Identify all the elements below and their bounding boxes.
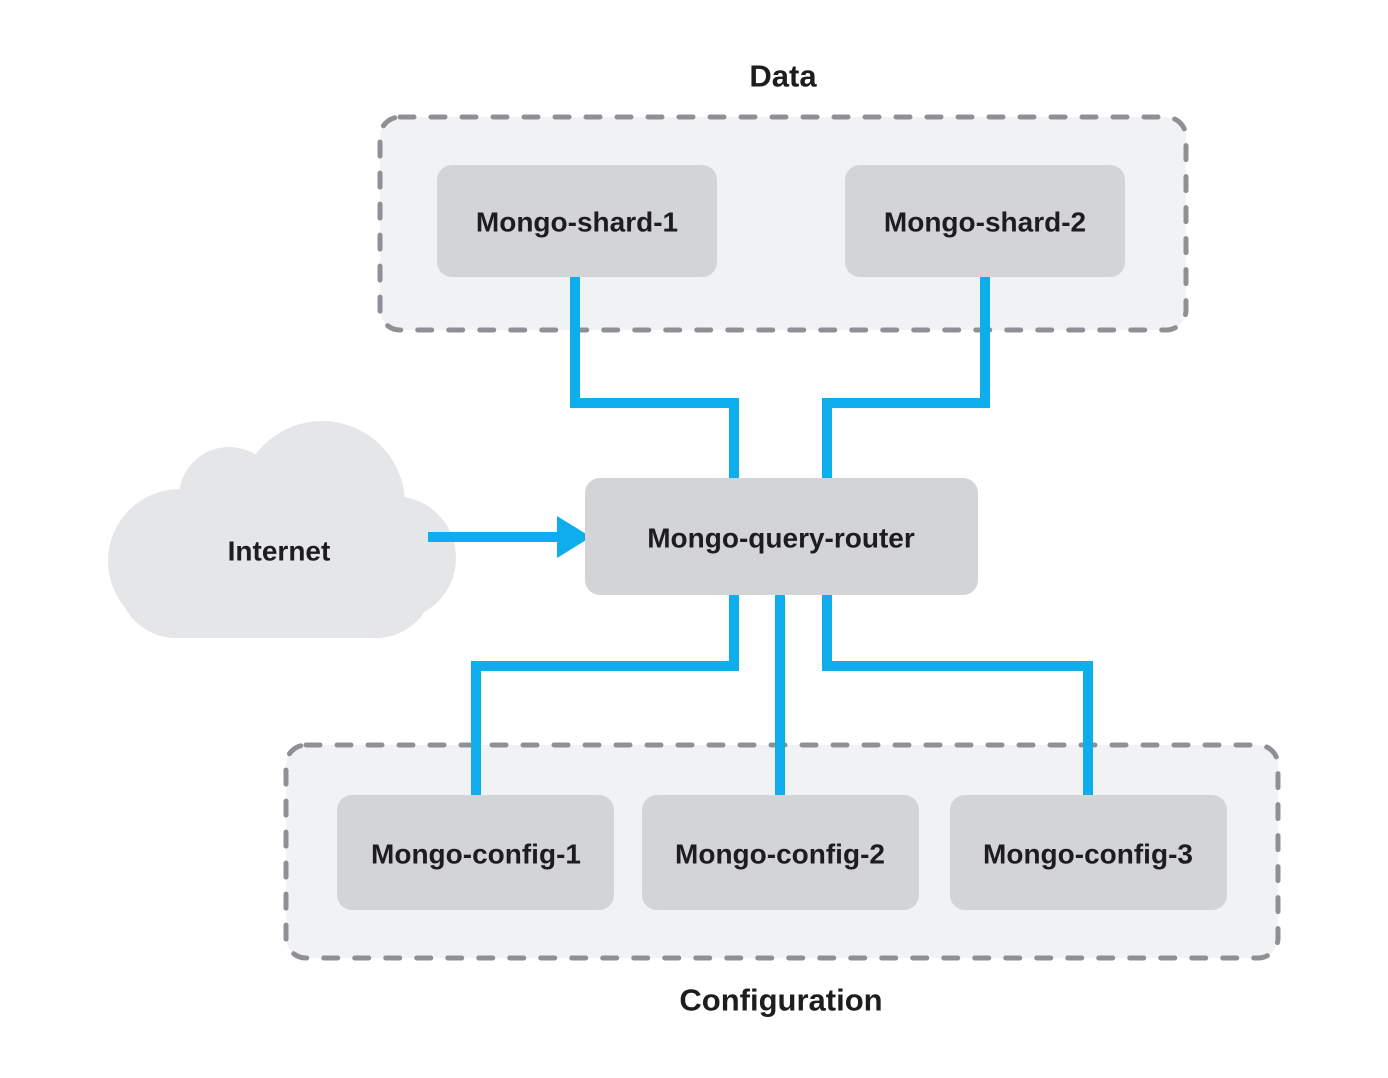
shard-1-node [437,165,717,277]
query-router-node [585,478,978,595]
config-3-label: Mongo-config-3 [983,839,1193,870]
configuration-group-label: Configuration [679,983,882,1018]
arrow-head-icon [557,516,591,558]
internet-cloud-icon [108,421,456,638]
query-router-label: Mongo-query-router [647,523,915,554]
config-3-node [950,795,1227,910]
config-2-label: Mongo-config-2 [675,839,885,870]
internet-label: Internet [228,536,331,567]
shard-2-label: Mongo-shard-2 [884,207,1086,238]
shard-2-node [845,165,1125,277]
connector-shard1-to-router [570,275,739,480]
connector-router-to-config1 [471,593,739,797]
data-group-label: Data [749,59,817,94]
config-2-node [642,795,919,910]
config-1-label: Mongo-config-1 [371,839,581,870]
connector-shard2-to-router [822,275,990,480]
config-1-node [337,795,614,910]
shard-1-label: Mongo-shard-1 [476,207,678,238]
connector-router-to-config3 [822,593,1093,797]
